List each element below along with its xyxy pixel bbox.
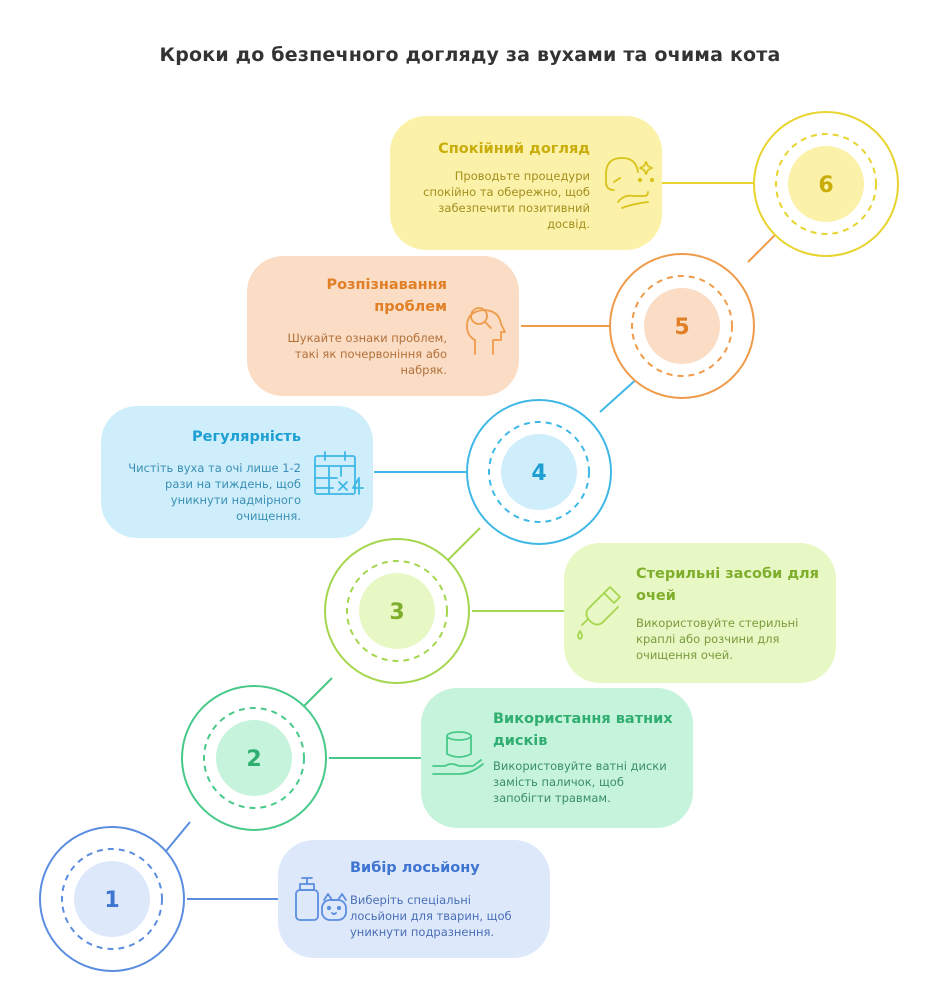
step-6-card: Спокійний догляд Проводьте процедури спо…	[390, 116, 662, 250]
calendar-x4-icon	[314, 451, 364, 495]
step-5-description: Шукайте ознаки проблем, такі як почервон…	[287, 331, 448, 377]
step-6-circle: 6	[753, 111, 899, 257]
step-4-card: Регулярність Чистіть вуха та очі лише 1-…	[101, 406, 373, 538]
step-1-circle: 1	[39, 826, 185, 972]
step-2-title: Використання ватних дисків	[493, 711, 673, 749]
step-4-description: Чистіть вуха та очі лише 1-2 рази на тиж…	[128, 461, 301, 523]
step-1-number: 1	[104, 888, 119, 913]
step-6-title: Спокійний догляд	[438, 141, 590, 157]
step-5-number: 5	[674, 315, 689, 340]
calm-care-icon	[605, 157, 655, 209]
page-title: Кроки до безпечного догляду за вухами та…	[159, 44, 781, 66]
eye-drops-icon	[577, 586, 621, 640]
step-2-number: 2	[246, 747, 261, 772]
step-1-card: Вибір лосьйону Виберіть спеціальні лосьй…	[278, 840, 550, 958]
cotton-pads-icon	[432, 731, 484, 775]
step-6-number: 6	[818, 173, 833, 198]
step-1-description: Виберіть спеціальні лосьйони для тварин,…	[350, 893, 512, 939]
step-4-circle: 4	[466, 399, 612, 545]
step-5-card: Розпізнавання проблем Шукайте ознаки про…	[247, 256, 519, 396]
step-6-description: Проводьте процедури спокійно та обережно…	[423, 169, 590, 231]
step-1-title: Вибір лосьйону	[350, 860, 480, 876]
step-2-card: Використання ватних дисків Використовуйт…	[421, 688, 693, 828]
connector-4-5	[599, 375, 641, 413]
step-2-circle: 2	[181, 685, 327, 831]
step-3-description: Використовуйте стерильні краплі або розч…	[636, 616, 799, 662]
step-4-number: 4	[531, 461, 546, 486]
lotion-cat-icon	[295, 877, 347, 921]
step-3-card: Стерильні засоби для очей Використовуйте…	[564, 543, 836, 683]
step-3-circle: 3	[324, 538, 470, 684]
step-3-title: Стерильні засоби для очей	[636, 566, 819, 604]
step-4-title: Регулярність	[192, 429, 301, 445]
step-3-number: 3	[389, 600, 404, 625]
step-5-title: Розпізнавання проблем	[326, 277, 447, 315]
connector-3-4	[443, 527, 481, 565]
head-search-icon	[466, 307, 506, 355]
step-5-circle: 5	[609, 253, 755, 399]
step-2-description: Використовуйте ватні диски замість палич…	[493, 759, 667, 805]
